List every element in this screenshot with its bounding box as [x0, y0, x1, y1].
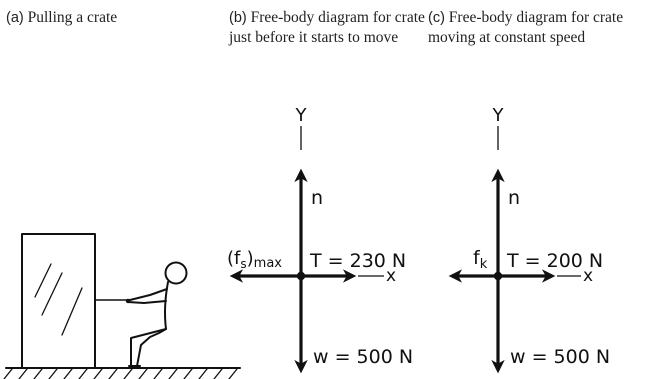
- x-axis-label-b: x: [386, 266, 396, 286]
- normal-force-label-c: n: [508, 187, 520, 209]
- caption-panel-b: (b) Free-body diagram for crate just bef…: [229, 8, 439, 47]
- friction-symbol-b: (f: [227, 248, 241, 269]
- caption-panel-c: (c) Free-body diagram for crate moving a…: [428, 8, 648, 47]
- panel-a-text: Pulling a crate: [27, 9, 118, 26]
- friction-symbol-c: f: [473, 247, 481, 269]
- person-leg-front: [136, 328, 167, 367]
- floor-hatching: [3, 368, 238, 379]
- y-axis-label-b: Y: [295, 105, 308, 126]
- fbd-panel-c: [448, 126, 581, 374]
- weight-label-b: w = 500 N: [313, 346, 413, 368]
- caption-panel-a: (a) Pulling a crate: [6, 8, 196, 28]
- panel-a-tag: (a): [6, 10, 24, 26]
- friction-paren-b: ): [247, 248, 254, 269]
- person-arm-upper: [129, 288, 168, 301]
- fbd-labels-c: Y x n T = 200 N w = 500 N fk: [473, 105, 610, 368]
- person-torso: [163, 281, 169, 330]
- hands: [125, 298, 131, 304]
- normal-force-label-b: n: [311, 187, 323, 209]
- friction-subscript-b: s: [240, 257, 246, 271]
- tension-label-b: T = 230 N: [309, 250, 406, 272]
- friction-label-c: fk: [473, 247, 488, 272]
- crate-scene: [3, 233, 241, 379]
- panel-b-text: Free-body diagram for crate just before …: [229, 9, 425, 46]
- friction-subscript-c: k: [480, 257, 488, 272]
- panel-b-tag: (b): [229, 10, 247, 26]
- person-head: [164, 261, 188, 285]
- person-leg-back: [130, 328, 167, 367]
- panel-c-tag: (c): [428, 10, 445, 26]
- origin-dot-b: [296, 271, 306, 281]
- crate: [21, 233, 96, 369]
- fbd-labels-b: Y x n T = 230 N w = 500 N (fs)max: [227, 105, 413, 368]
- panel-c-text: Free-body diagram for crate moving at co…: [428, 9, 624, 46]
- crate-glare: [34, 263, 83, 336]
- fbd-panel-b: [229, 126, 384, 374]
- tension-label-c: T = 200 N: [506, 250, 603, 272]
- x-axis-label-c: x: [583, 266, 593, 286]
- origin-dot-c: [493, 271, 503, 281]
- friction-label-b: (fs)max: [227, 248, 282, 271]
- friction-max-b: max: [254, 256, 283, 271]
- person-figure: [127, 261, 188, 367]
- y-axis-label-c: Y: [492, 105, 505, 126]
- person-arm-lower: [127, 300, 167, 304]
- weight-label-c: w = 500 N: [510, 346, 610, 368]
